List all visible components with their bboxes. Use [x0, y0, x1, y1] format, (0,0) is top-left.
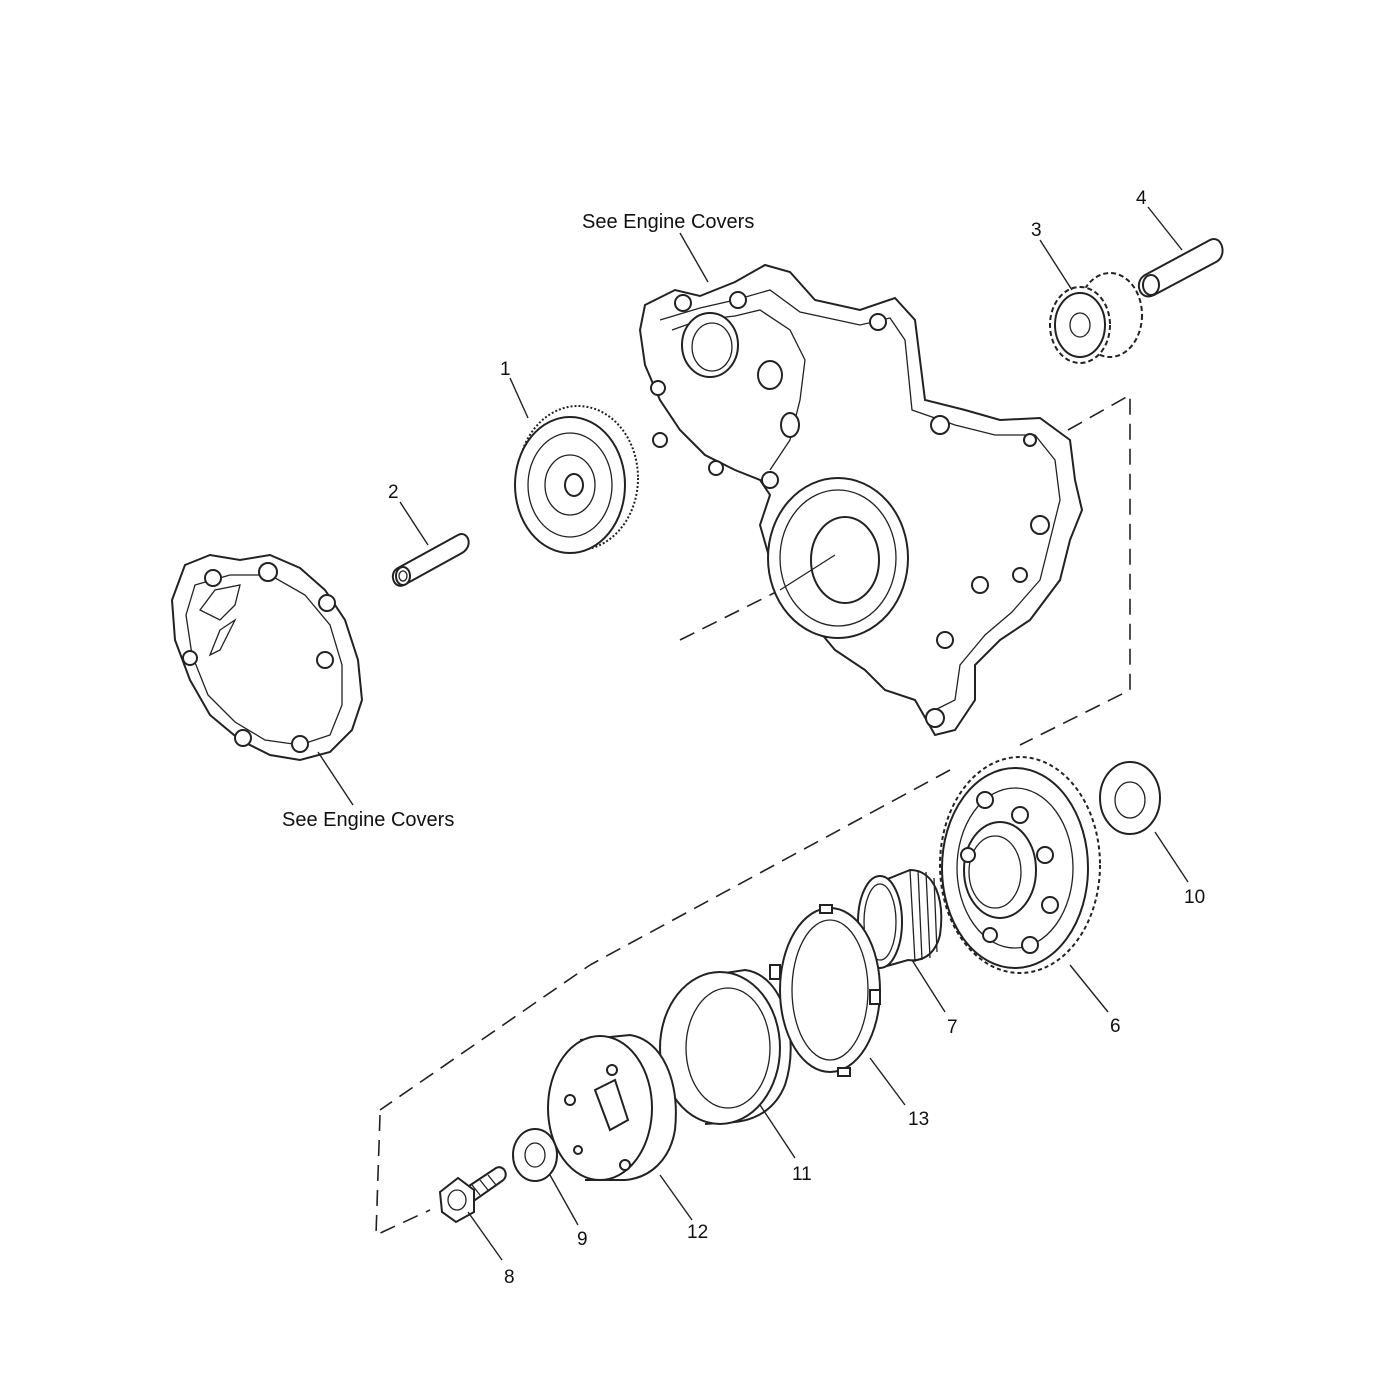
part-8-bolt [438, 1166, 507, 1224]
callout-11: 11 [792, 1164, 812, 1185]
leader-9 [549, 1174, 579, 1226]
engine-cover-small [170, 553, 364, 762]
leader-11 [759, 1104, 796, 1159]
leader-12 [659, 1174, 693, 1221]
part-1-idler-gear [514, 405, 639, 554]
callout-12: 12 [687, 1222, 708, 1243]
leader-4 [1147, 206, 1183, 251]
leader-8 [467, 1211, 503, 1261]
leader-13 [869, 1057, 906, 1106]
note-engine-covers-bottom: See Engine Covers [282, 809, 454, 831]
callout-4: 4 [1136, 188, 1147, 209]
leader-10 [1154, 831, 1189, 883]
part-10-washer [1099, 761, 1161, 835]
assembly-outline-upper [379, 393, 1131, 1111]
callout-10: 10 [1184, 887, 1205, 908]
part-3-double-gear [1049, 272, 1143, 364]
leader-engine-covers-bottom [317, 751, 354, 806]
callout-7: 7 [947, 1017, 958, 1038]
leader-2 [399, 501, 429, 546]
leader-3 [1039, 239, 1073, 291]
engine-cover-large [638, 263, 1084, 737]
callout-9: 9 [577, 1229, 588, 1250]
part-12-clutch-hub [547, 1033, 677, 1181]
part-4-shaft [1137, 238, 1224, 298]
callout-3: 3 [1031, 220, 1042, 241]
part-6-starter-gear [939, 756, 1101, 974]
leader-1 [509, 377, 529, 419]
callout-6: 6 [1110, 1016, 1121, 1037]
leader-7 [911, 959, 946, 1013]
callout-1: 1 [500, 359, 511, 380]
leader-6 [1069, 964, 1109, 1013]
part-11-sprag-clutch-ring [659, 968, 792, 1125]
callout-2: 2 [388, 482, 399, 503]
assembly-outline-lower [375, 1114, 431, 1237]
callout-8: 8 [504, 1267, 515, 1288]
note-engine-covers-top: See Engine Covers [582, 211, 754, 233]
part-2-shaft [391, 533, 470, 587]
callout-13: 13 [908, 1109, 929, 1130]
leader-engine-covers-top [679, 232, 709, 283]
part-9-washer [512, 1128, 558, 1182]
part-7-needle-bearing [857, 868, 943, 969]
part-13-retaining-plate [769, 904, 881, 1077]
